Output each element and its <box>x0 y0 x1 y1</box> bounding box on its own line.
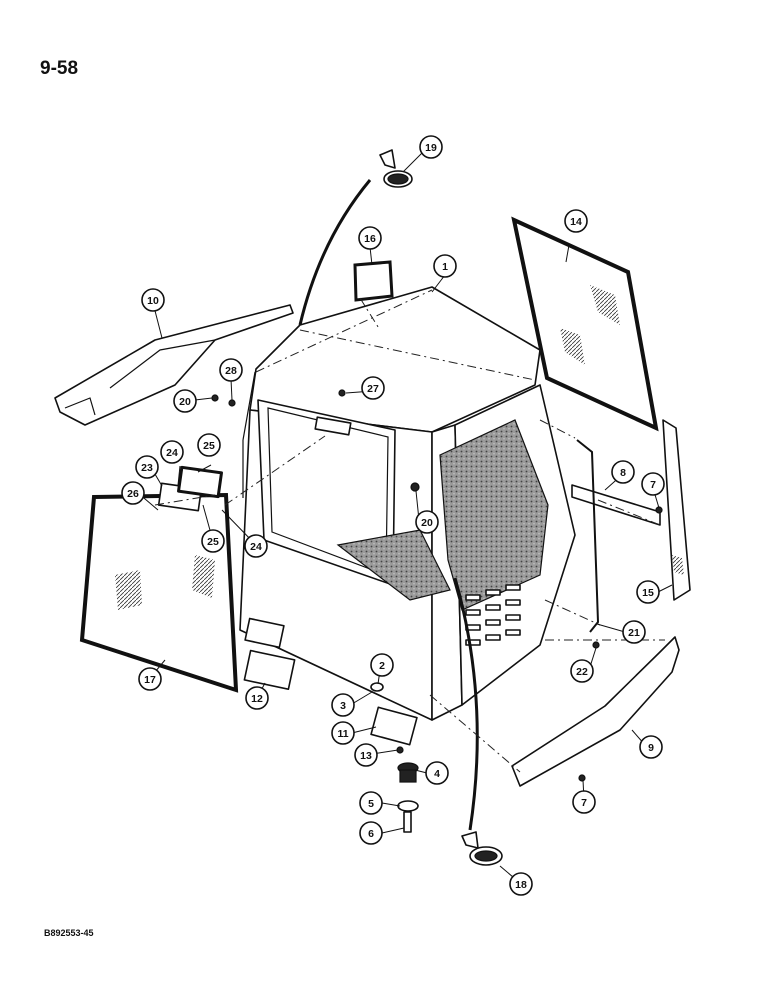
callout-13: 13 <box>354 743 378 767</box>
callout-25-upper: 25 <box>197 433 221 457</box>
callout-22: 22 <box>570 659 594 683</box>
hose-lower <box>453 577 479 831</box>
callout-1: 1 <box>433 254 457 278</box>
callout-7-upper: 7 <box>641 472 665 496</box>
svg-text:1: 1 <box>442 261 448 273</box>
svg-text:16: 16 <box>364 233 376 245</box>
svg-text:26: 26 <box>127 488 139 500</box>
step-fender <box>511 636 680 787</box>
callout-4: 4 <box>425 761 449 785</box>
svg-text:7: 7 <box>581 797 587 809</box>
dome-light <box>157 465 223 512</box>
callout-15: 15 <box>636 580 660 604</box>
mount-plate-12 <box>243 649 296 691</box>
svg-text:15: 15 <box>642 587 654 599</box>
svg-text:25: 25 <box>203 440 215 452</box>
fastener-22 <box>592 641 600 649</box>
hose-clamp-18 <box>461 831 503 866</box>
callout-7-lower: 7 <box>572 790 596 814</box>
svg-text:4: 4 <box>434 768 440 780</box>
callout-3: 3 <box>331 693 355 717</box>
fastener-27 <box>338 389 346 397</box>
svg-text:27: 27 <box>367 383 379 395</box>
callout-25-lower: 25 <box>201 529 225 553</box>
callout-17: 17 <box>138 667 162 691</box>
callout-12: 12 <box>245 686 269 710</box>
roof-duct <box>54 304 294 426</box>
svg-text:24: 24 <box>166 447 178 459</box>
svg-text:3: 3 <box>340 700 346 712</box>
svg-text:11: 11 <box>337 728 348 740</box>
mount-plate-11 <box>370 706 418 746</box>
callout-24-upper: 24 <box>160 440 184 464</box>
svg-text:20: 20 <box>421 517 433 529</box>
callout-16: 16 <box>358 226 382 250</box>
fastener-20-left <box>211 394 219 402</box>
roof-glass <box>511 216 659 432</box>
callout-26: 26 <box>121 481 145 505</box>
callout-11: 11 <box>331 721 355 745</box>
svg-text:25: 25 <box>207 536 219 548</box>
hose-upper <box>298 179 372 326</box>
assembly-lines <box>154 297 665 773</box>
svg-text:5: 5 <box>368 798 374 810</box>
callout-20-left: 20 <box>173 389 197 413</box>
fastener-7-lower <box>578 774 586 782</box>
svg-text:6: 6 <box>368 828 374 840</box>
cab-body <box>239 286 576 721</box>
svg-text:23: 23 <box>141 462 153 474</box>
svg-text:21: 21 <box>628 627 640 639</box>
callout-9: 9 <box>639 735 663 759</box>
svg-text:28: 28 <box>225 365 237 377</box>
callout-20-right: 20 <box>415 510 439 534</box>
callout-24-lower: 24 <box>244 534 268 558</box>
fastener-28 <box>228 399 236 407</box>
fastener-20-right <box>410 482 420 492</box>
callout-14: 14 <box>564 209 588 233</box>
page-number: 9-58 <box>40 58 79 79</box>
svg-text:18: 18 <box>515 879 527 891</box>
callout-21: 21 <box>622 620 646 644</box>
isolator-mount <box>397 762 419 833</box>
callout-18: 18 <box>509 872 533 896</box>
svg-text:19: 19 <box>425 142 437 154</box>
svg-text:9: 9 <box>648 742 654 754</box>
rear-window <box>353 260 394 302</box>
svg-text:8: 8 <box>620 467 626 479</box>
callout-6: 6 <box>359 821 383 845</box>
callout-10: 10 <box>141 288 165 312</box>
hose-clamp-19 <box>379 149 413 188</box>
svg-text:17: 17 <box>144 674 156 686</box>
callout-8: 8 <box>611 460 635 484</box>
callout-23: 23 <box>135 455 159 479</box>
callout-28: 28 <box>219 358 243 382</box>
side-glass-left <box>79 492 239 693</box>
callout-2: 2 <box>370 653 394 677</box>
svg-text:14: 14 <box>570 216 582 228</box>
svg-text:10: 10 <box>147 295 159 307</box>
svg-text:24: 24 <box>250 541 262 553</box>
svg-text:20: 20 <box>179 396 191 408</box>
support-rod <box>576 439 600 633</box>
callout-5: 5 <box>359 791 383 815</box>
mount-plate-left <box>244 617 285 649</box>
washer-3 <box>370 682 384 692</box>
svg-text:12: 12 <box>251 693 263 705</box>
svg-text:22: 22 <box>576 666 588 678</box>
svg-text:2: 2 <box>379 660 385 672</box>
figure-code: B892553-45 <box>44 928 94 938</box>
callout-27: 27 <box>361 376 385 400</box>
louver-grille <box>465 584 521 646</box>
svg-text:7: 7 <box>650 479 656 491</box>
svg-text:13: 13 <box>360 750 372 762</box>
callout-19: 19 <box>419 135 443 159</box>
side-glass-right <box>662 419 691 601</box>
